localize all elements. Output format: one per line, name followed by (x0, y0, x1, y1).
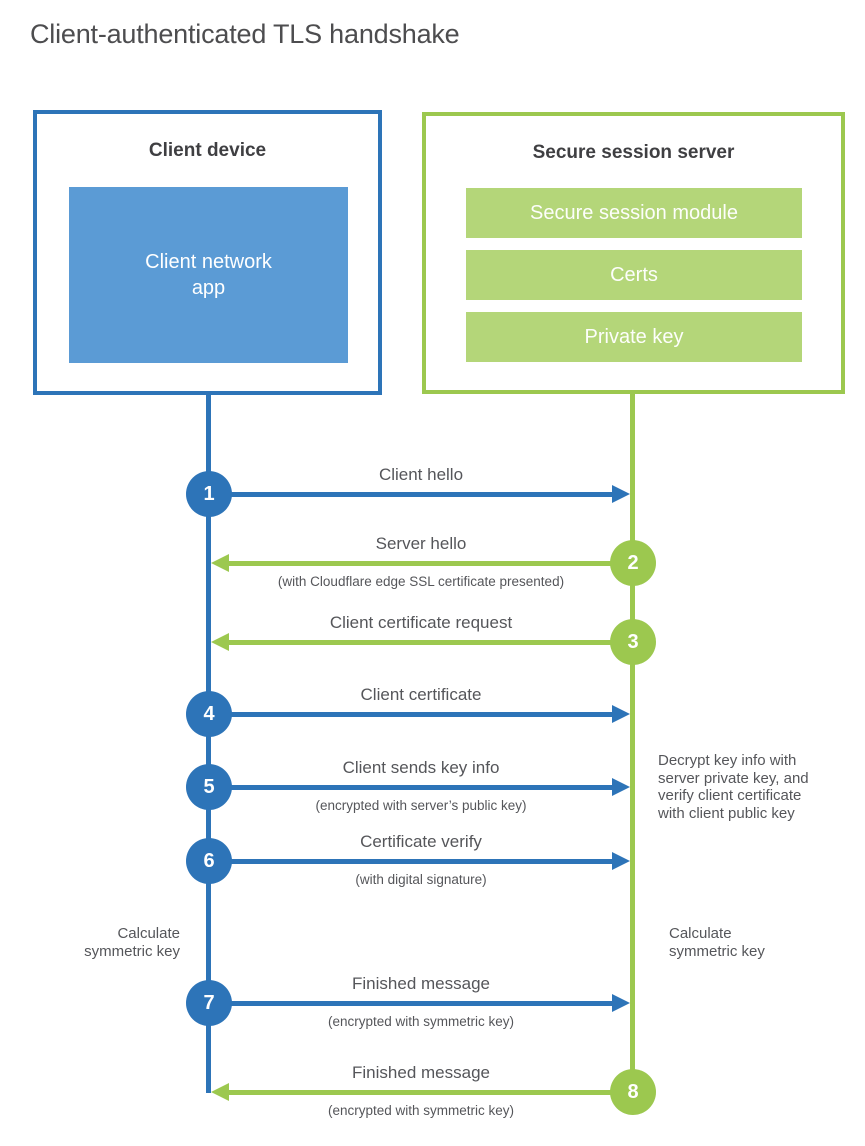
step-4-arrow (209, 712, 612, 717)
client-network-app-label: Client network app (145, 251, 272, 299)
step-6-label: Certificate verify (360, 832, 482, 851)
step-8-arrow (229, 1090, 633, 1095)
step-2-number-badge: 2 (610, 540, 656, 586)
note-calculate-symmetric-key-client: Calculate symmetric key (84, 925, 180, 960)
step-1-label: Client hello (378, 465, 464, 484)
step-6-number-badge: 6 (186, 838, 232, 884)
step-5-arrowhead-right-icon (612, 778, 630, 796)
step-8-label: Finished message (352, 1063, 490, 1082)
step-6-arrow (209, 859, 612, 864)
step-8-arrowhead-left-icon (211, 1083, 229, 1101)
secure-session-server-title: Secure session server (532, 142, 735, 163)
step-1-arrowhead-right-icon (612, 485, 630, 503)
server-module-certs: Certs (466, 250, 802, 300)
step-3-label: Client certificate request (329, 613, 513, 632)
step-2-arrow (229, 561, 633, 566)
step-7-arrow (209, 1001, 612, 1006)
step-5-arrow (209, 785, 612, 790)
step-5-number-badge: 5 (186, 764, 232, 810)
page-title: Client-authenticated TLS handshake (30, 19, 460, 49)
step-4-arrowhead-right-icon (612, 705, 630, 723)
step-7-label: Finished message (352, 974, 490, 993)
server-module-private-key: Private key (466, 312, 802, 362)
client-device-box: Client device Client network app (33, 110, 382, 395)
step-2-label: Server hello (375, 534, 467, 553)
step-8-number-badge: 8 (610, 1069, 656, 1115)
step-4-label: Client certificate (360, 685, 482, 704)
server-lifeline (630, 392, 635, 1094)
step-5-sublabel: (encrypted with server’s public key) (315, 798, 527, 813)
step-5-label: Client sends key info (342, 758, 500, 777)
step-2-sublabel: (with Cloudflare edge SSL certificate pr… (277, 574, 565, 589)
step-6-sublabel: (with digital signature) (355, 872, 487, 887)
secure-session-server-box: Secure session server Secure session mod… (422, 112, 845, 394)
step-1-arrow (209, 492, 612, 497)
step-7-sublabel: (encrypted with symmetric key) (327, 1014, 515, 1029)
note-calculate-symmetric-key-server: Calculate symmetric key (669, 925, 765, 960)
step-4-number-badge: 4 (186, 691, 232, 737)
client-device-title: Client device (148, 140, 267, 161)
step-8-sublabel: (encrypted with symmetric key) (327, 1103, 515, 1118)
server-modules: Secure session module Certs Private key (466, 188, 802, 362)
step-3-number-badge: 3 (610, 619, 656, 665)
step-6-arrowhead-right-icon (612, 852, 630, 870)
server-module-secure-session: Secure session module (466, 188, 802, 238)
step-2-arrowhead-left-icon (211, 554, 229, 572)
step-1-number-badge: 1 (186, 471, 232, 517)
note-decrypt-key-info: Decrypt key info with server private key… (658, 752, 809, 822)
step-3-arrow (229, 640, 633, 645)
client-network-app-box: Client network app (69, 187, 348, 363)
client-lifeline (206, 393, 211, 1093)
step-3-arrowhead-left-icon (211, 633, 229, 651)
step-7-arrowhead-right-icon (612, 994, 630, 1012)
step-7-number-badge: 7 (186, 980, 232, 1026)
